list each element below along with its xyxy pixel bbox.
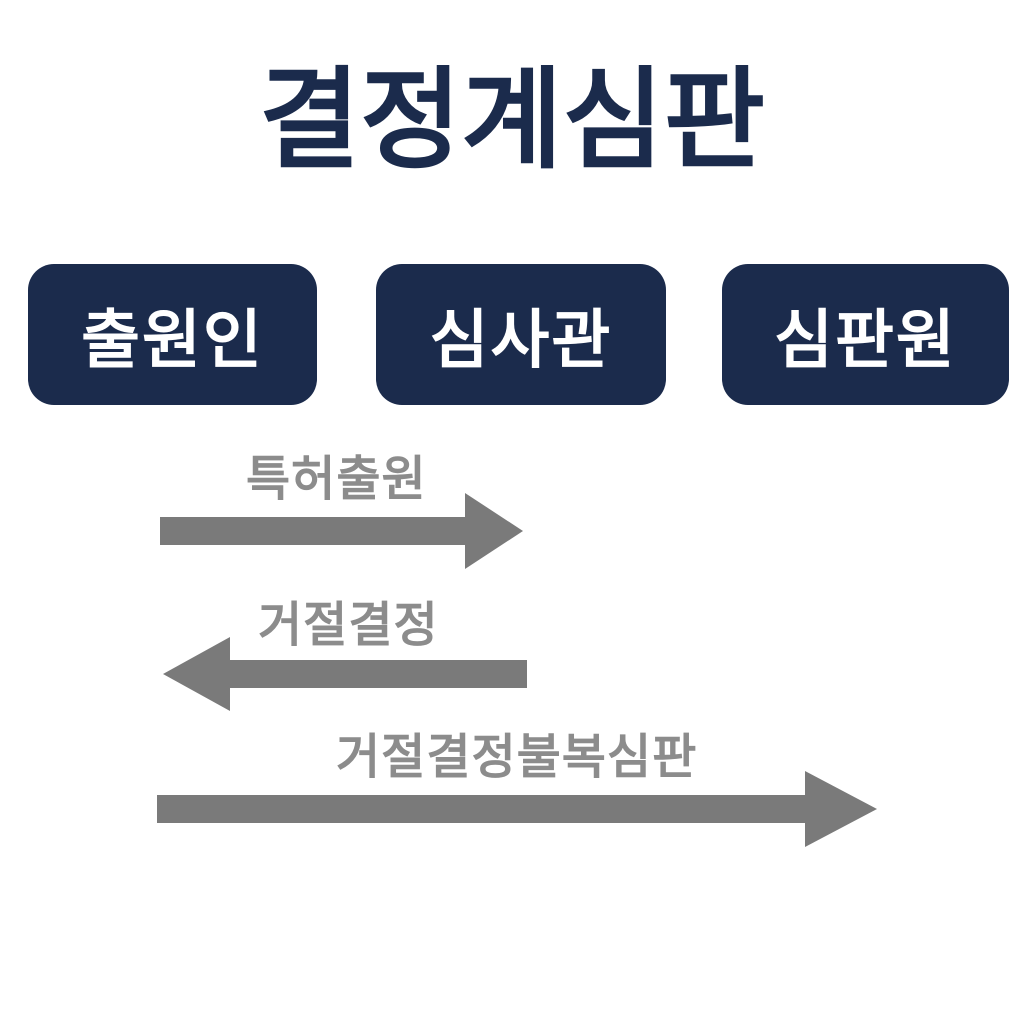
flow-label-rejection-appeal-trial: 거절결정불복심판 (336, 731, 698, 784)
actor-label-applicant: 출원인 (81, 303, 264, 376)
actor-box-trial-board: 심판원 (722, 264, 1009, 405)
left-arrow-icon (163, 637, 230, 711)
left-arrow-shaft (228, 660, 527, 688)
right-arrow-icon (805, 771, 877, 847)
actor-label-trial-board: 심판원 (774, 303, 957, 376)
right-arrow-shaft (160, 517, 467, 545)
diagram-title: 결정계심판 (259, 59, 765, 182)
actor-label-examiner: 심사관 (429, 303, 613, 376)
actor-box-applicant: 출원인 (28, 264, 317, 405)
flow-label-rejection-decision: 거절결정 (258, 599, 439, 652)
right-arrow-icon (465, 493, 523, 569)
right-arrow-shaft-long (157, 795, 807, 823)
actor-box-examiner: 심사관 (376, 264, 666, 405)
flow-label-patent-application: 특허출원 (246, 453, 427, 506)
